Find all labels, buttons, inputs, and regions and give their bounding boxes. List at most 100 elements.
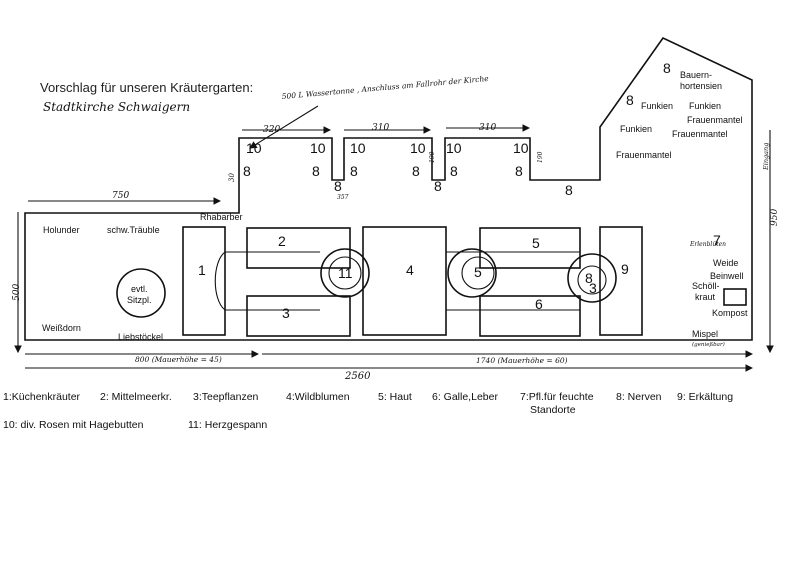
top-8f: 8 bbox=[515, 163, 523, 179]
legend-6: 6: Galle,Leber bbox=[432, 391, 498, 403]
rain-barrel-arrow bbox=[249, 105, 319, 149]
label-schoell-2: kraut bbox=[695, 292, 716, 302]
bed-4 bbox=[362, 226, 447, 336]
circle-8-outer bbox=[567, 253, 617, 303]
label-frauenmantel-1: Frauenmantel bbox=[687, 115, 743, 125]
top-8c: 8 bbox=[350, 163, 358, 179]
top-10c: 10 bbox=[350, 140, 366, 156]
bed-5-circle-label: 5 bbox=[474, 264, 482, 280]
garden-outline bbox=[24, 36, 753, 341]
top-10d: 10 bbox=[410, 140, 426, 156]
path-curve-left bbox=[214, 251, 226, 311]
plan-subtitle: Stadtkirche Schwaigern bbox=[43, 100, 190, 114]
label-handnote-7: Erlenblüten bbox=[689, 241, 726, 248]
path-lines-right bbox=[446, 251, 580, 311]
legend-7b: Standorte bbox=[530, 404, 576, 416]
top-10b: 10 bbox=[310, 140, 326, 156]
label-holunder: Holunder bbox=[43, 225, 80, 235]
legend-9: 9: Erkältung bbox=[677, 391, 733, 403]
label-mispel: Mispel bbox=[692, 329, 718, 339]
dim-2560: 2560 bbox=[344, 371, 371, 382]
label-sitz-1: evtl. bbox=[131, 284, 148, 294]
bed-7-label: 7 bbox=[713, 232, 721, 248]
bed-11-label: 11 bbox=[338, 265, 353, 281]
label-liebstoeckel: Liebstöckel bbox=[118, 332, 163, 342]
dim-190a: 190 bbox=[429, 151, 436, 163]
bed-3-label: 3 bbox=[282, 305, 290, 321]
dim-750: 750 bbox=[112, 191, 129, 201]
circle-5-outer bbox=[447, 248, 497, 298]
circle-11-outer bbox=[320, 248, 370, 298]
bed-1 bbox=[182, 226, 226, 336]
bed-9 bbox=[599, 226, 643, 336]
bed-4-label: 4 bbox=[406, 262, 414, 278]
label-bauern-2: hortensien bbox=[680, 81, 722, 91]
label-frauenmantel-3: Frauenmantel bbox=[616, 150, 672, 160]
legend-10: 10: div. Rosen mit Hagebutten bbox=[3, 419, 144, 431]
label-rhabarber: Rhabarber bbox=[200, 212, 243, 222]
label-schoell-1: Schöll- bbox=[692, 281, 720, 291]
bed-2 bbox=[246, 227, 351, 269]
label-frauenmantel-2: Frauenmantel bbox=[672, 129, 728, 139]
label-bauern-1: Bauern- bbox=[680, 70, 712, 80]
legend-8: 8: Nerven bbox=[616, 391, 662, 403]
legend-11: 11: Herzgespann bbox=[188, 419, 267, 431]
legend-5: 5: Haut bbox=[378, 391, 412, 403]
top-8a: 8 bbox=[243, 163, 251, 179]
dim-800: 800 (Mauerhöhe = 45) bbox=[135, 355, 222, 364]
dim-950: 950 bbox=[770, 209, 780, 226]
top-8e: 8 bbox=[450, 163, 458, 179]
top-8g: 8 bbox=[334, 178, 342, 194]
bed-3-circle-label: 3 bbox=[589, 280, 597, 296]
bed-8-circle-label: 8 bbox=[585, 270, 593, 286]
label-weissdorn: Weißdorn bbox=[42, 323, 81, 333]
top-10e: 10 bbox=[446, 140, 462, 156]
circle-5-inner bbox=[461, 256, 495, 290]
path-lines-left bbox=[225, 251, 320, 311]
top-10a: 10 bbox=[246, 140, 262, 156]
label-schwtraube: schw.Träuble bbox=[107, 225, 160, 235]
label-weide: Weide bbox=[713, 258, 738, 268]
label-funkien-3: Funkien bbox=[620, 124, 652, 134]
seating-circle bbox=[116, 268, 166, 318]
dim-1740: 1740 (Mauerhöhe = 60) bbox=[476, 356, 568, 365]
compost-box bbox=[723, 288, 747, 306]
dim-310a: 310 bbox=[372, 123, 389, 133]
legend-3: 3:Teepflanzen bbox=[193, 391, 259, 403]
dim-320: 320 bbox=[263, 125, 280, 135]
bed-6-label: 6 bbox=[535, 296, 543, 312]
label-mispel-note: (genießbar) bbox=[692, 341, 725, 348]
plan-title: Vorschlag für unseren Kräutergarten: bbox=[40, 80, 253, 95]
legend-4: 4:Wildblumen bbox=[286, 391, 350, 403]
dim-30: 30 bbox=[228, 173, 236, 182]
bed-5-label: 5 bbox=[532, 235, 540, 251]
bed-3 bbox=[246, 295, 351, 337]
dim-190b: 190 bbox=[537, 151, 544, 163]
label-beinwell: Beinwell bbox=[710, 271, 744, 281]
dim-310b: 310 bbox=[479, 123, 496, 133]
bed-5 bbox=[479, 227, 581, 269]
circle-8-inner bbox=[577, 265, 607, 295]
top-8j: 8 bbox=[663, 60, 671, 76]
legend-7a: 7:Pfl.für feuchte bbox=[520, 391, 594, 403]
top-8b: 8 bbox=[312, 163, 320, 179]
label-eingang: Eingang bbox=[762, 143, 770, 171]
legend-1: 1:Küchenkräuter bbox=[3, 391, 81, 403]
top-10f: 10 bbox=[513, 140, 529, 156]
dim-500: 500 bbox=[12, 284, 22, 301]
top-8d: 8 bbox=[412, 163, 420, 179]
rain-barrel-note: 500 L Wassertonne , Anschluss am Fallroh… bbox=[281, 74, 489, 101]
bed-1-label: 1 bbox=[198, 262, 206, 278]
bed-2-label: 2 bbox=[278, 233, 286, 249]
top-8i: 8 bbox=[565, 182, 573, 198]
top-8k: 8 bbox=[626, 92, 634, 108]
legend-2: 2: Mittelmeerkr. bbox=[100, 391, 172, 403]
dim-357: 357 bbox=[337, 194, 349, 201]
label-sitz-2: Sitzpl. bbox=[127, 295, 152, 305]
label-kompost: Kompost bbox=[712, 308, 748, 318]
label-funkien-2: Funkien bbox=[689, 101, 721, 111]
bed-9-label: 9 bbox=[621, 261, 629, 277]
circle-11-inner bbox=[328, 256, 362, 290]
label-funkien-1: Funkien bbox=[641, 101, 673, 111]
